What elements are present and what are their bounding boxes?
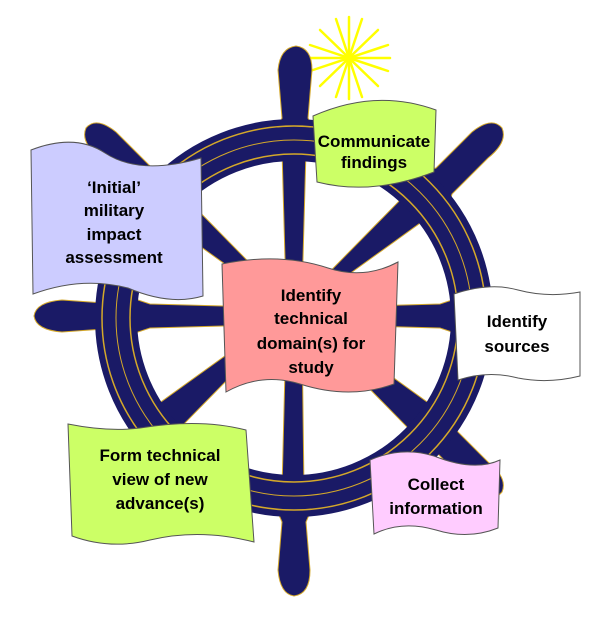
flag-collect: Collect information	[369, 451, 501, 536]
flag-technical-view-line-3: advance(s)	[116, 494, 205, 513]
flag-communicate-line-1: Communicate	[318, 132, 430, 151]
flag-domain-line-1: Identify	[281, 286, 342, 305]
flag-sources: Identify sources	[453, 286, 581, 382]
flag-shape	[30, 141, 204, 301]
flag-sources-line-1: Identify	[487, 312, 548, 331]
flag-communicate-line-2: findings	[341, 153, 407, 172]
flag-shape	[312, 99, 437, 188]
flag-technical-view-line-2: view of new	[112, 470, 208, 489]
flag-impact-line-1: ‘Initial’	[87, 178, 141, 197]
flag-shape	[453, 286, 581, 382]
flag-domain-line-3: domain(s) for	[257, 334, 366, 353]
flag-collect-line-1: Collect	[408, 475, 465, 494]
flag-impact-line-2: military	[84, 201, 145, 220]
wheel-spoke	[275, 45, 315, 296]
flag-communicate: Communicate findings	[312, 99, 437, 188]
flag-impact-line-3: impact	[87, 225, 142, 244]
flag-sources-line-2: sources	[484, 337, 549, 356]
flag-shape	[369, 451, 501, 536]
flag-collect-line-2: information	[389, 499, 483, 518]
star-ray	[308, 43, 390, 73]
flag-impact-line-4: assessment	[65, 248, 163, 267]
flag-technical-view-line-1: Form technical	[100, 446, 221, 465]
flag-impact: ‘Initial’ military impact assessment	[30, 141, 204, 301]
flag-domain-line-2: technical	[274, 309, 348, 328]
flag-shape	[67, 422, 255, 545]
sparkle-star-icon	[306, 15, 392, 101]
flag-domain-line-4: study	[288, 358, 334, 377]
flag-domain: Identify technical domain(s) for study	[221, 258, 399, 393]
wheel-spoke	[275, 329, 313, 597]
flag-shape	[221, 258, 399, 393]
wheel-spoke	[287, 122, 504, 319]
flag-technical-view: Form technical view of new advance(s)	[67, 422, 255, 545]
